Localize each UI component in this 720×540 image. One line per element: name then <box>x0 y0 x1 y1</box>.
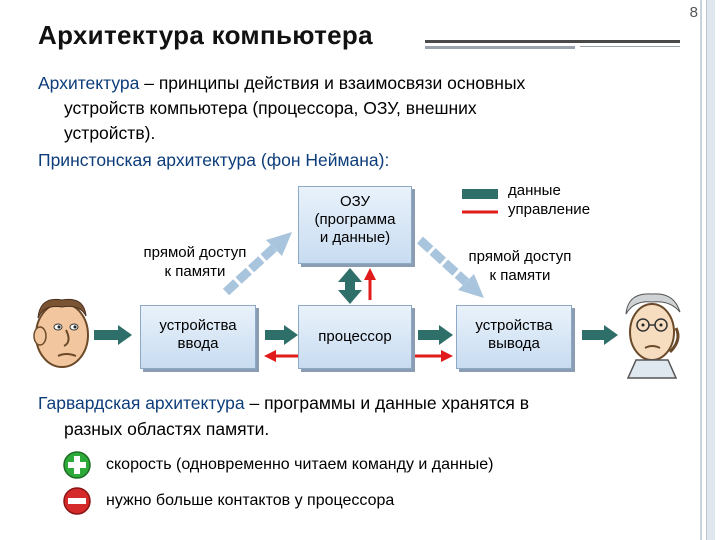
input-label-2: ввода <box>177 335 219 352</box>
legend-data-label: данные <box>508 182 561 199</box>
dma-arrow-left <box>222 232 292 296</box>
dma-left-label: прямой доступ к памяти <box>130 243 260 281</box>
user-input-data-arrow <box>94 325 132 345</box>
cpu-box: процессор <box>298 305 412 369</box>
cpu-label: процессор <box>318 328 392 345</box>
definition-line-3: устройств). <box>64 123 156 143</box>
definition-line-2: устройств компьютера (процессора, ОЗУ, в… <box>64 98 477 118</box>
cpu-input-control-arrow <box>264 350 298 362</box>
harvard-line-1: Гарвардская архитектура – программы и да… <box>38 391 529 415</box>
dma-left-line-1: прямой доступ <box>143 244 247 261</box>
legend-data-swatch <box>462 189 498 199</box>
cpu-ram-control-arrow <box>364 268 376 300</box>
slide-title: Архитектура компьютера <box>38 20 373 50</box>
con-text: нужно больше контактов у процессора <box>106 492 395 509</box>
definition-text: – принципы действия и взаимосвязи основн… <box>139 73 526 93</box>
title-underline-secondary <box>425 46 575 49</box>
definition-term: Архитектура <box>38 73 140 93</box>
dma-right-line-1: прямой доступ <box>468 248 572 265</box>
input-label-1: устройства <box>159 317 237 334</box>
dma-right-label: прямой доступ к памяти <box>452 247 588 285</box>
legend-control-label: управление <box>508 201 591 218</box>
harvard-term: Гарвардская архитектура <box>38 393 245 413</box>
ram-cpu-data-arrow <box>338 268 362 304</box>
person-right-icon <box>625 293 681 379</box>
output-label-1: устройства <box>475 317 553 334</box>
title-underline <box>425 40 680 43</box>
decorative-side-bar <box>706 0 715 540</box>
cpu-output-control-arrow <box>415 350 453 362</box>
input-cpu-data-arrow <box>265 325 298 345</box>
cpu-output-data-arrow <box>418 325 453 345</box>
ram-label-3: и данные) <box>319 229 391 246</box>
person-left-icon <box>33 298 89 368</box>
ram-label-1: ОЗУ <box>339 193 371 210</box>
dma-left-line-2: к памяти <box>164 263 226 280</box>
pro-text: скорость (одновременно читаем команду и … <box>106 456 494 473</box>
ram-label-2: (программа <box>314 211 396 228</box>
slide-number: 8 <box>689 4 698 21</box>
decorative-side-line <box>700 0 702 540</box>
title-underline-thin <box>580 46 680 47</box>
input-device-box: устройства ввода <box>140 305 256 369</box>
harvard-line-2: разных областях памяти. <box>64 419 270 439</box>
dma-arrow-right <box>416 236 484 298</box>
ram-box: ОЗУ (программа и данные) <box>298 186 412 264</box>
dma-right-line-2: к памяти <box>489 267 551 284</box>
harvard-text: – программы и данные хранятся в <box>244 393 530 413</box>
output-user-data-arrow <box>582 325 618 345</box>
output-device-box: устройства вывода <box>456 305 572 369</box>
princeton-heading: Принстонская архитектура (фон Неймана): <box>38 150 390 170</box>
plus-icon <box>63 451 91 479</box>
definition-line-1: Архитектура – принципы действия и взаимо… <box>38 71 525 95</box>
output-label-2: вывода <box>488 335 540 352</box>
minus-icon <box>63 487 91 515</box>
